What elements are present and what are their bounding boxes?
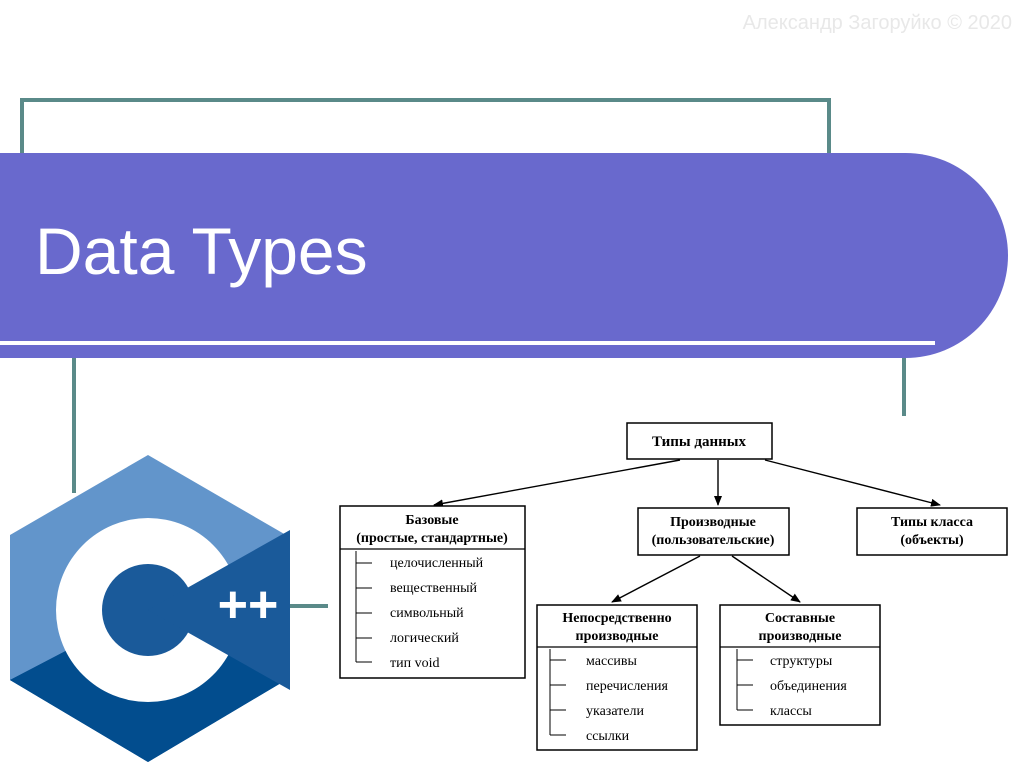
logo-connector-line — [276, 604, 328, 608]
base-item: вещественный — [390, 581, 478, 596]
base-item: логический — [390, 631, 459, 646]
cpp-logo-icon: ++ — [10, 455, 290, 762]
node-direct-derived: Непосредственно производные массивы пере… — [536, 604, 698, 751]
node-derived: Производные (пользовательские) — [637, 507, 790, 556]
node-class-types: Типы класса (объекты) — [856, 507, 1008, 556]
base-item: символьный — [390, 606, 464, 621]
node-base-subtitle: (простые, стандартные) — [356, 531, 508, 546]
node-root-label: Типы данных — [652, 434, 746, 450]
node-composite-title: Составные — [765, 611, 835, 626]
direct-item: перечисления — [586, 679, 669, 694]
base-item: тип void — [390, 656, 440, 671]
banner-stripe — [0, 341, 935, 345]
node-composite-subtitle: производные — [759, 629, 842, 644]
logo-plus-text: ++ — [218, 576, 279, 634]
node-class-title: Типы класса — [891, 515, 973, 530]
node-direct-subtitle: производные — [576, 629, 659, 644]
node-class-subtitle: (объекты) — [900, 533, 964, 548]
node-derived-subtitle: (пользовательские) — [652, 533, 775, 548]
node-composite-derived: Составные производные структуры объедине… — [719, 604, 881, 726]
node-base-title: Базовые — [405, 513, 458, 528]
composite-item: классы — [770, 704, 812, 719]
diagram-arrows — [433, 459, 941, 603]
copyright-text: Александр Загоруйко © 2020 — [742, 12, 1012, 34]
node-direct-title: Непосредственно — [562, 611, 671, 626]
node-base-types: Базовые (простые, стандартные) целочисле… — [339, 505, 526, 679]
slide-title: Data Types — [35, 214, 368, 288]
logo-c-cutout — [148, 530, 290, 690]
composite-item: структуры — [770, 654, 833, 669]
direct-item: указатели — [586, 704, 645, 719]
node-root: Типы данных — [626, 422, 773, 460]
direct-item: массивы — [586, 654, 638, 669]
composite-item: объединения — [770, 679, 847, 694]
decorative-frame-top — [20, 98, 831, 158]
node-derived-title: Производные — [670, 515, 756, 530]
direct-item: ссылки — [586, 729, 630, 744]
title-banner — [0, 153, 1008, 358]
decorative-frame-left — [72, 358, 76, 493]
base-item: целочисленный — [390, 556, 484, 571]
decorative-frame-right — [902, 358, 906, 416]
